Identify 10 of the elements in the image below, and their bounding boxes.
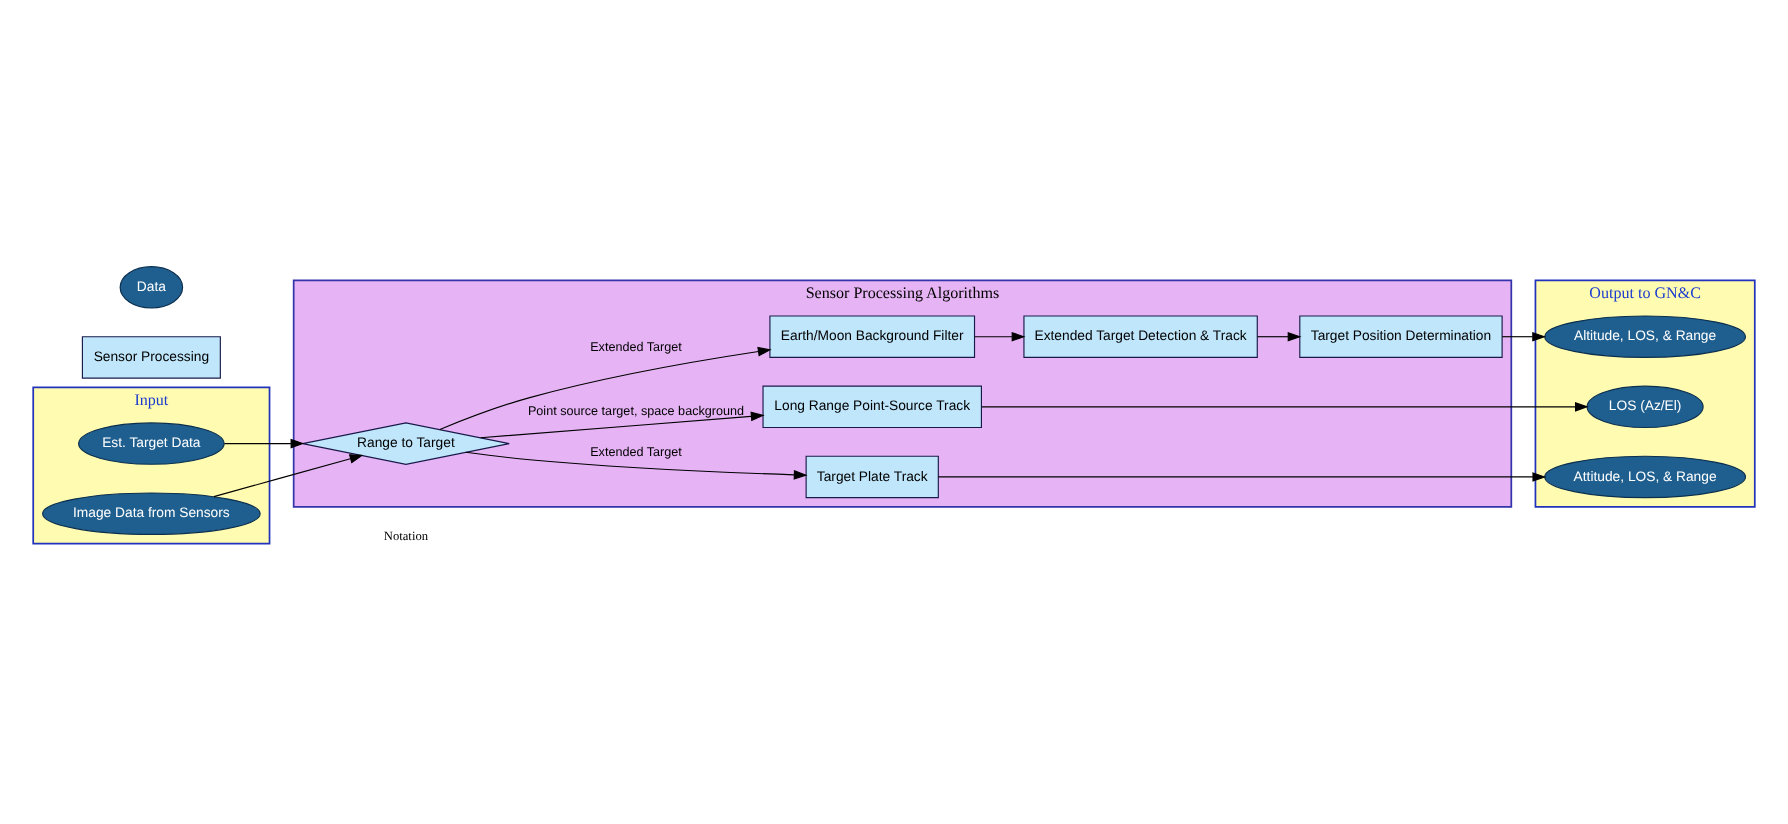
arrow: [223, 438, 305, 449]
arrow: [1501, 331, 1547, 342]
arrow: [465, 451, 808, 480]
arrow: [937, 472, 1547, 482]
arrow: [981, 402, 1589, 412]
arrow: [480, 411, 765, 439]
arrow: [439, 346, 772, 431]
arrow: [213, 454, 364, 498]
arrow: [974, 331, 1026, 342]
arrow: [1257, 331, 1302, 342]
